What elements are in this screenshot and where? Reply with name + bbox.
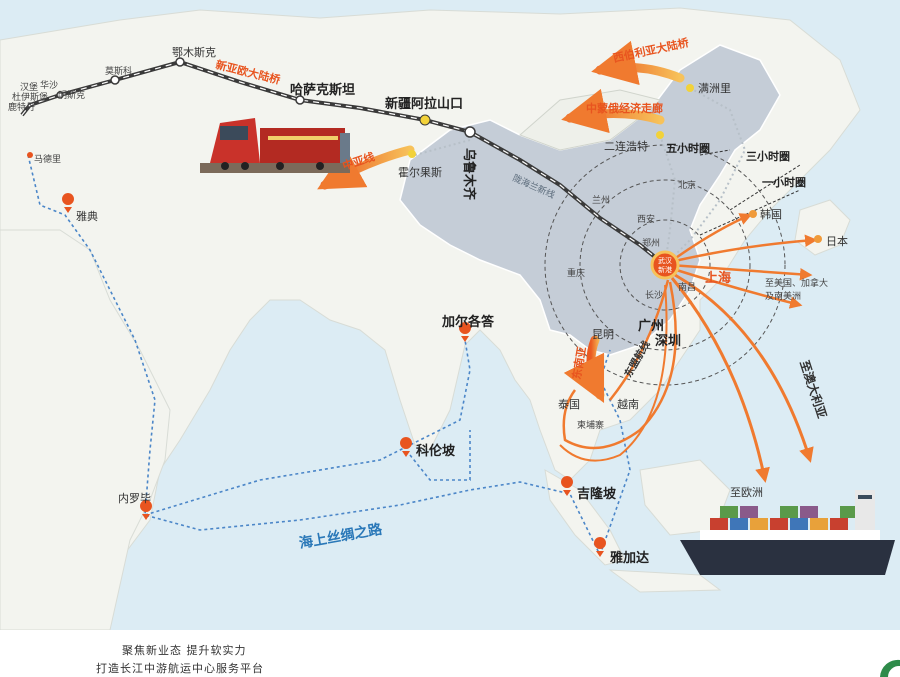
ring-label-five: 五小时圈	[666, 141, 710, 155]
node-urumqi	[464, 126, 476, 138]
hub-marker	[650, 250, 680, 280]
node-korea	[749, 210, 757, 218]
node-moscow	[110, 75, 120, 85]
city-moscow: 莫斯科	[105, 65, 132, 77]
ring-label-three: 三小时圈	[746, 149, 790, 163]
arrow-korea	[669, 213, 753, 264]
city-shenzhen: 深圳	[655, 333, 681, 349]
route-label-cmr: 中蒙俄经济走廊	[586, 101, 663, 115]
city-hamburg: 汉堡	[20, 81, 38, 93]
city-jakarta: 雅加达	[610, 550, 649, 566]
route-label-southeast-asia-2: 东南亚	[569, 346, 589, 381]
route-label-americas-line2: 及南美洲	[765, 290, 801, 302]
maritime-silk-road-line	[27, 154, 601, 556]
hub-label-line1: 武汉	[658, 256, 672, 265]
java-landmass	[608, 569, 722, 593]
arrow-europe	[670, 277, 770, 483]
node-erenhot	[656, 131, 664, 139]
container-ship-illustration	[680, 490, 895, 575]
arrow-australia	[674, 273, 814, 463]
city-vietnam: 越南	[617, 397, 639, 411]
city-warsaw: 华沙	[40, 79, 58, 91]
arrow-cmr-corridor	[561, 88, 665, 134]
city-rotterdam: 鹿特丹	[8, 101, 35, 113]
city-cambodia: 柬埔寨	[577, 419, 604, 431]
city-guangzhou: 广州	[638, 318, 664, 334]
node-alashankou	[419, 114, 431, 126]
city-horgos: 霍尔果斯	[398, 166, 442, 179]
node-omsk	[175, 57, 185, 67]
arrow-southeast-loop-1	[609, 279, 670, 401]
pin-kolkata	[459, 322, 472, 342]
pin-kuala-lumpur	[561, 476, 574, 496]
maritime-to-china	[599, 349, 631, 556]
node-manzhouli	[686, 84, 694, 92]
city-shanghai: 上海	[705, 270, 731, 286]
arrow-japan	[669, 234, 818, 264]
slogan-line-1: 聚焦新业态 提升软实力	[122, 644, 247, 657]
ring-leader-three	[729, 164, 801, 211]
pin-athens	[62, 193, 75, 213]
city-athens: 雅典	[76, 209, 98, 223]
city-beijing: 北京	[678, 179, 696, 191]
ring-label-one: 一小时圈	[762, 175, 806, 189]
footer: 聚焦新业态 提升软实力 打造长江中游航运中心服务平台	[0, 630, 900, 677]
rail-new-eurasia-inner	[21, 61, 666, 266]
city-japan: 日本	[826, 234, 848, 248]
feeder-manzhouli	[664, 87, 747, 266]
pin-jakarta	[594, 537, 607, 557]
arrow-americas-2	[669, 266, 803, 309]
route-label-europe: 至欧洲	[730, 486, 763, 499]
ring-leader-five	[699, 149, 731, 156]
node-kazakhstan	[295, 95, 305, 105]
city-madrid: 马德里	[34, 153, 61, 165]
city-alashankou: 新疆阿拉山口	[385, 96, 463, 112]
city-manzhouli: 满洲里	[698, 82, 731, 95]
city-duisburg: 杜伊斯堡	[12, 91, 48, 103]
route-map: 武汉 新港 新亚欧大陆桥 西伯利亚大陆桥 中蒙俄经济走廊 中亚线 陇海兰新线 东…	[0, 0, 900, 630]
arrow-southeast-loop-2	[562, 281, 677, 450]
city-korea: 韩国	[760, 207, 782, 221]
city-nairobi: 内罗毕	[118, 491, 151, 505]
city-thailand: 泰国	[558, 397, 580, 411]
city-changsha: 长沙	[645, 289, 663, 301]
city-omsk: 鄂木斯克	[172, 46, 216, 59]
city-kazakhstan: 哈萨克斯坦	[290, 82, 355, 98]
pin-nairobi	[140, 500, 153, 520]
city-colombo: 科伦坡	[416, 443, 456, 459]
africa-landmass	[0, 229, 171, 630]
arrow-china-asia	[317, 145, 415, 190]
city-lanzhou: 兰州	[592, 194, 610, 206]
city-minsk: 明斯克	[58, 89, 85, 101]
arrow-southeast-loop-3	[559, 284, 668, 462]
feeder-erenhot	[659, 134, 677, 266]
hub-label-line2: 新港	[658, 265, 672, 274]
city-chongqing: 重庆	[567, 267, 585, 279]
arrow-southeast-asia	[563, 335, 605, 404]
corner-logo-icon	[880, 659, 900, 677]
city-nanchang: 南昌	[678, 281, 696, 293]
node-minsk	[56, 91, 64, 99]
pin-madrid	[27, 152, 33, 158]
route-label-americas-line1: 至美国、加拿大	[765, 277, 828, 289]
slogan-line-2: 打造长江中游航运中心服务平台	[96, 662, 264, 675]
ring-one-hour	[619, 219, 711, 311]
city-erenhot: 二连浩特	[604, 139, 648, 153]
ring-five-hour	[544, 144, 786, 386]
city-xian: 西安	[637, 213, 655, 225]
city-kunming: 昆明	[592, 328, 614, 341]
arrow-siberia	[591, 40, 685, 86]
maritime-loop-colombo	[409, 430, 471, 481]
city-urumqi: 乌鲁木齐	[461, 148, 477, 201]
city-zhengzhou: 郑州	[642, 237, 660, 249]
node-japan	[814, 235, 822, 243]
node-horgos	[408, 150, 416, 158]
city-kolkata: 加尔各答	[441, 314, 495, 330]
arrow-americas	[669, 263, 813, 281]
train-illustration	[200, 118, 350, 173]
pin-colombo	[400, 437, 413, 457]
city-kuala-lumpur: 吉隆坡	[577, 486, 617, 502]
ring-leader-one	[699, 189, 801, 236]
